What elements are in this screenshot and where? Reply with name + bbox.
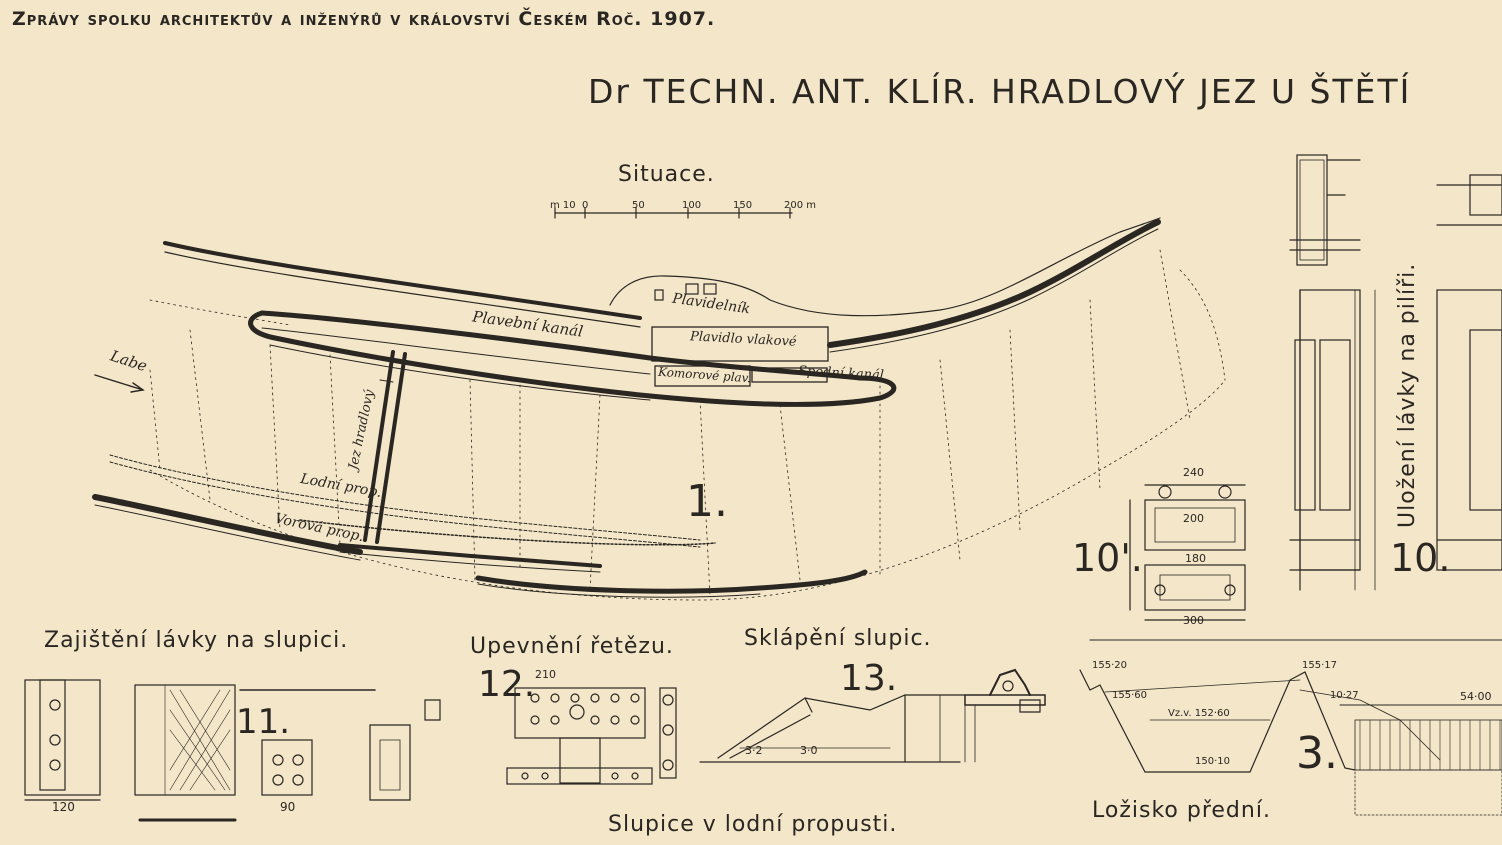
scale-label-2: 50 [632, 200, 645, 211]
caption-lozisko: Ložisko přední. [1092, 798, 1271, 823]
figure-number-10: 10. [1390, 536, 1451, 580]
detail-10b [1129, 484, 1246, 621]
caption-upevneni: Upevnění řetězu. [470, 634, 674, 659]
dim-240: 240 [1183, 466, 1204, 479]
caption-situace: Situace. [618, 162, 715, 187]
caption-ulozeni: Uložení lávky na pilíři. [1395, 262, 1420, 528]
dim-water-level: Vz.v. 152·60 [1168, 708, 1230, 719]
dim-210: 210 [535, 668, 556, 681]
scale-label-1: 0 [582, 200, 589, 211]
dim-90: 90 [280, 800, 296, 814]
caption-slupice: Slupice v lodní propusti. [608, 812, 898, 837]
dim-200: 200 [1183, 512, 1204, 525]
scale-label-4: 150 [733, 200, 753, 211]
figure-number-1: 1. [686, 476, 728, 527]
upper-bank [163, 217, 1161, 353]
scale-label-3: 100 [682, 200, 702, 211]
dim-155-17: 155·17 [1302, 660, 1337, 671]
dim-155-20: 155·20 [1092, 660, 1127, 671]
lower-bank [92, 454, 868, 598]
dim-54-00: 54·00 [1460, 690, 1492, 703]
detail-3-profile [1079, 669, 1502, 816]
dim-120: 120 [52, 800, 75, 814]
caption-zajisteni: Zajištění lávky na slupici. [44, 628, 349, 653]
drawing-title: Dr TECHN. ANT. KLÍR. HRADLOVÝ JEZ U ŠTĚT… [588, 72, 1412, 111]
figure-number-11: 11. [236, 702, 291, 742]
figure-number-12: 12. [478, 664, 536, 705]
dim-155-60: 155·60 [1112, 690, 1147, 701]
detail-13 [699, 668, 1046, 763]
detail-11 [24, 679, 441, 822]
dim-3-2: 3·2 [745, 744, 763, 757]
dim-10-27: 10·27 [1330, 690, 1359, 701]
scale-bar [554, 207, 793, 219]
detail-12 [506, 687, 677, 785]
canal-island [248, 283, 897, 407]
dim-150-10: 150·10 [1195, 756, 1230, 767]
weir [363, 350, 407, 544]
scale-label-5: 200 m [784, 200, 817, 211]
figure-number-13: 13. [840, 658, 898, 699]
dim-3-0: 3·0 [800, 744, 818, 757]
dim-180: 180 [1185, 552, 1206, 565]
flow-arrow [94, 374, 145, 393]
caption-sklapeni: Sklápění slupic. [744, 626, 932, 651]
journal-header: Zprávy spolku architektův a inženýrů v k… [12, 8, 716, 30]
dim-300: 300 [1183, 614, 1204, 627]
cross-sections [149, 249, 1226, 601]
detail-10-top [1289, 154, 1502, 591]
figure-number-10b: 10'. [1072, 536, 1143, 580]
scale-label-0: m 10 [550, 200, 576, 211]
figure-number-3: 3. [1296, 728, 1338, 779]
